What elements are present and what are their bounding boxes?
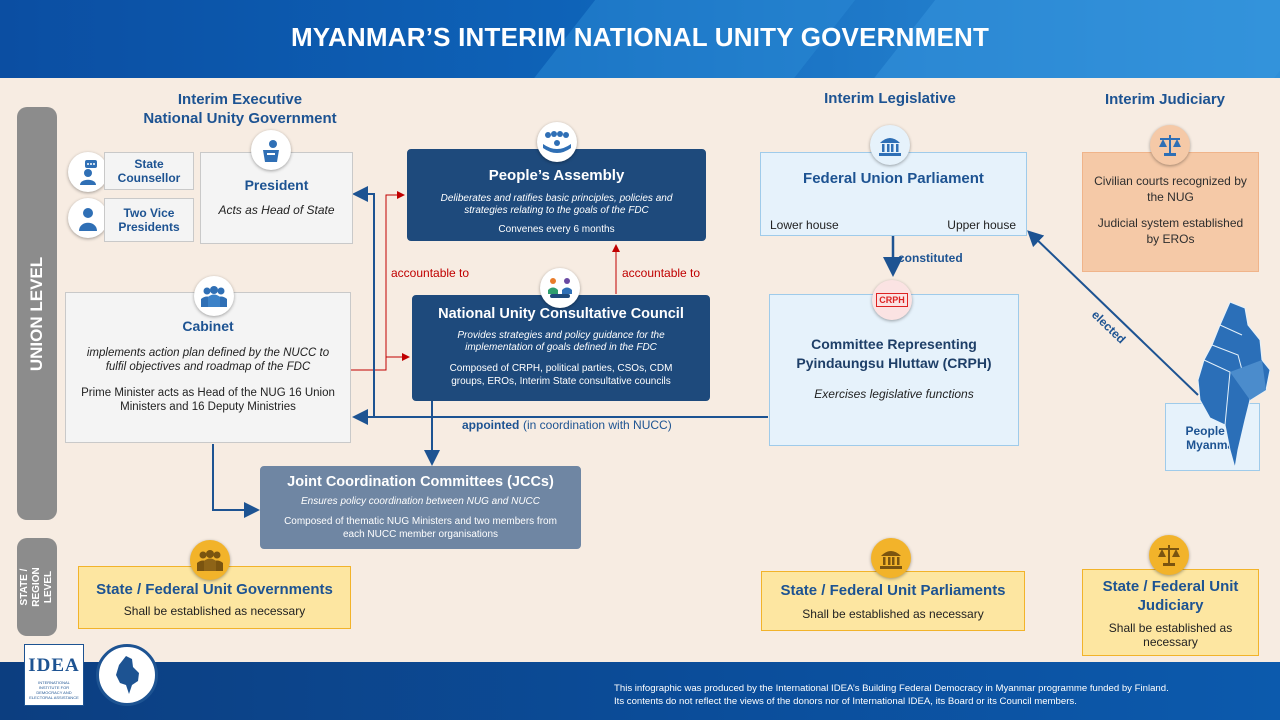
state-parl-title: State / Federal Unit Parliaments [780,582,1006,599]
cabinet-group-icon [194,276,234,316]
federal-union-parliament-box: Federal Union Parliament Lower house Upp… [760,152,1027,236]
executive-heading: Interim Executive National Unity Governm… [143,91,337,127]
judiciary-desc2: Judicial system established by EROs [1097,216,1244,246]
jcc-desc: Ensures policy coordination between NUG … [300,496,540,507]
state-parliament-building-icon [871,538,911,578]
page-title: MYANMAR’S INTERIM NATIONAL UNITY GOVERNM… [290,22,990,52]
union-level-label: UNION LEVEL [27,256,47,371]
nucc-desc: Provides strategies and policy guidance … [457,330,665,353]
president-desc: Acts as Head of State [218,203,335,217]
state-parl-desc: Shall be established as necessary [802,607,984,621]
nucc-composition: Composed of CRPH, political parties, CSO… [449,363,673,387]
peoples-assembly-desc: Deliberates and ratifies basic principle… [440,193,673,216]
president-title: President [244,177,309,193]
crph-title: Committee Representing Pyindaungsu Hlutt… [796,336,992,371]
jcc-box: Joint Coordination Committees (JCCs) Ens… [260,466,581,549]
accountable-label-right: accountable to [622,266,701,280]
elected-label: elected [1088,307,1129,347]
appointed-note: (in coordination with NUCC) [523,418,672,432]
state-gov-title: State / Federal Unit Governments [96,581,333,598]
vice-presidents-box: Two Vice Presidents [104,198,194,242]
upper-house-label: Upper house [947,218,1016,232]
crph-logo-icon: CRPH [872,280,912,320]
parliament-title: Federal Union Parliament [803,170,984,187]
state-counsellor-icon [68,152,108,192]
cabinet-title: Cabinet [182,318,234,334]
appointed-label: appointed [462,418,520,432]
idea-logo: IDEA INTERNATIONAL INSTITUTE FOR DEMOCRA… [24,644,84,706]
legislative-heading: Interim Legislative [824,90,956,107]
cabinet-box: Cabinet implements action plan defined b… [65,292,351,443]
state-jud-desc: Shall be established as necessary [1108,621,1233,649]
header-banner: MYANMAR’S INTERIM NATIONAL UNITY GOVERNM… [0,0,1280,78]
accountable-label-left: accountable to [391,266,470,280]
state-jud-title: State / Federal Unit Judiciary [1102,578,1239,614]
footer-disclaimer: This infographic was produced by the Int… [614,683,1169,707]
state-level-label: STATE / REGION LEVEL [19,567,54,607]
constituted-label: constituted [898,251,963,265]
judiciary-scales-icon [1150,125,1190,165]
judiciary-box: Civilian courts recognized by the NUG Ju… [1082,152,1259,272]
parliament-building-icon [870,125,910,165]
jcc-composition: Composed of thematic NUG Ministers and t… [284,516,557,540]
vice-presidents-icon [68,198,108,238]
cabinet-composition: Prime Minister acts as Head of the NUG 1… [81,387,335,413]
judiciary-desc1: Civilian courts recognized by the NUG [1094,174,1247,204]
state-judiciary-scales-icon [1149,535,1189,575]
state-counsellor-box: State Counsellor [104,152,194,190]
bfd-seal-logo [96,644,158,706]
myanmar-map-icon [1197,301,1271,469]
crph-logo-text: CRPH [876,293,908,307]
president-podium-icon [251,130,291,170]
nucc-discussion-icon [540,268,580,308]
peoples-assembly-box: People’s Assembly Deliberates and ratifi… [407,149,706,241]
state-gov-group-icon [190,540,230,580]
assembly-crowd-icon [537,122,577,162]
state-gov-desc: Shall be established as necessary [123,604,306,618]
nucc-title: National Unity Consultative Council [438,306,684,322]
footer-bar: This infographic was produced by the Int… [0,662,1280,720]
state-parliaments-box: State / Federal Unit Parliaments Shall b… [761,571,1025,631]
nucc-box: National Unity Consultative Council Prov… [412,295,710,401]
crph-desc: Exercises legislative functions [814,387,974,401]
lower-house-label: Lower house [770,218,839,232]
peoples-assembly-title: People’s Assembly [488,167,625,184]
union-level-band: UNION LEVEL [17,107,57,520]
jcc-title: Joint Coordination Committees (JCCs) [287,474,554,490]
cabinet-desc: implements action plan defined by the NU… [86,347,330,373]
judiciary-heading: Interim Judiciary [1104,91,1226,108]
peoples-assembly-note: Convenes every 6 months [498,224,615,235]
state-level-band: STATE / REGION LEVEL [17,538,57,636]
state-judiciary-box: State / Federal Unit Judiciary Shall be … [1082,569,1259,656]
